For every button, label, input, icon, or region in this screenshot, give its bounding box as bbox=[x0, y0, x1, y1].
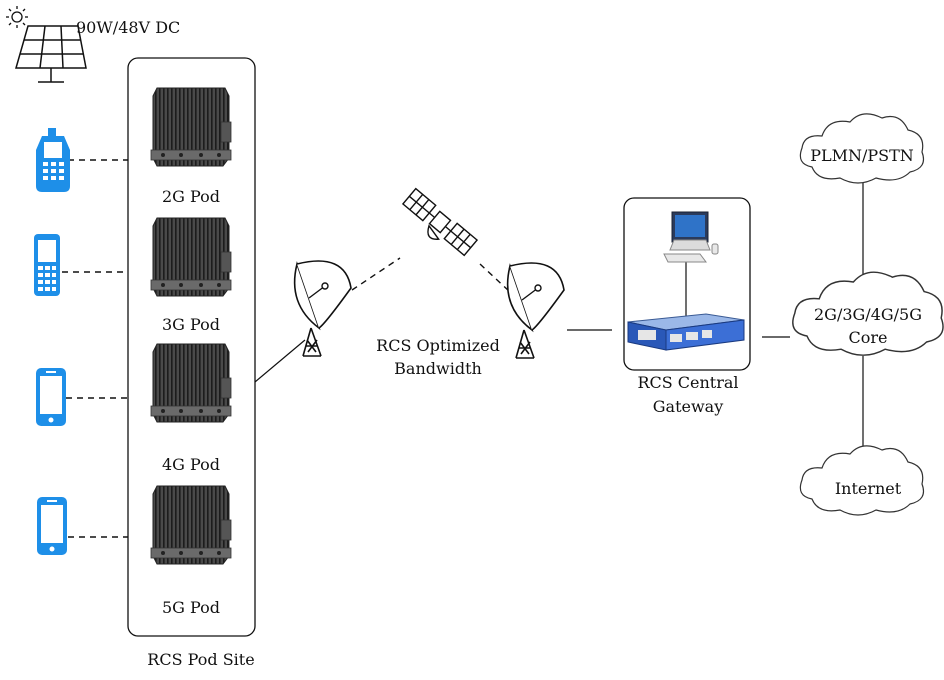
core-label-line1: 2G/3G/4G/5G bbox=[813, 305, 922, 324]
satellite-link-label-line1: RCS Optimized bbox=[376, 336, 500, 355]
sun-icon bbox=[6, 6, 28, 28]
power-label: 90W/48V DC bbox=[76, 18, 181, 37]
pod-label-3g: 3G Pod bbox=[161, 315, 221, 334]
internet-label: Internet bbox=[834, 479, 902, 498]
gateway-label-line1: RCS Central bbox=[637, 373, 739, 392]
gateway-label-line2: Gateway bbox=[652, 397, 724, 416]
candybar-phone-icon bbox=[34, 234, 60, 296]
pod-site-frame bbox=[127, 57, 256, 637]
pod-5g-device bbox=[150, 485, 232, 565]
core-label-line2: Core bbox=[848, 328, 888, 347]
site-dish-link bbox=[254, 339, 306, 383]
uplink-dashed bbox=[351, 257, 401, 291]
solar-panel-icon bbox=[15, 25, 87, 83]
pod-label-5g: 5G Pod bbox=[161, 598, 221, 617]
connector-lines bbox=[62, 159, 864, 538]
pod-2g-device bbox=[150, 87, 232, 167]
smartphone-icon bbox=[36, 368, 66, 426]
pod-4g-device bbox=[150, 343, 232, 423]
pod-label-2g: 2G Pod bbox=[161, 187, 221, 206]
feature-phone-icon bbox=[36, 128, 70, 192]
gateway-frame bbox=[623, 197, 751, 371]
pod-3g-device bbox=[150, 217, 232, 297]
gateway-server-icon bbox=[627, 313, 745, 351]
satellite-link-label-line2: Bandwidth bbox=[394, 359, 482, 378]
plmn-label: PLMN/PSTN bbox=[810, 146, 914, 165]
pod-site-caption: RCS Pod Site bbox=[147, 650, 255, 669]
satellite-icon bbox=[401, 187, 479, 257]
pod-label-4g: 4G Pod bbox=[161, 455, 221, 474]
downlink-dashed bbox=[479, 263, 511, 293]
monitor-icon bbox=[663, 211, 719, 263]
smartphone-icon bbox=[37, 497, 67, 555]
